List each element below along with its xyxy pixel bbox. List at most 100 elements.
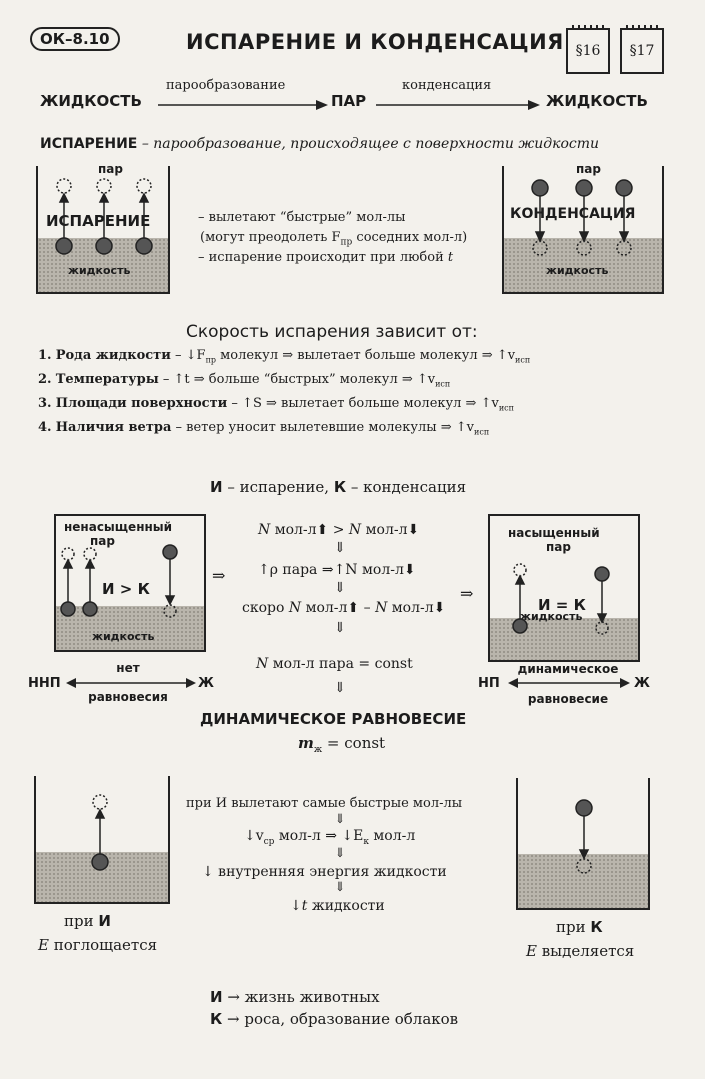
rate-item-sub: исп [435,379,451,389]
vaporization-label: парообразование [166,78,286,93]
rate-item-sub: пр [205,355,217,365]
energy-left-molecules [91,794,109,871]
molecule-icon [95,237,113,255]
rate-item-3: 3. Площади поверхности – ↑S ⇒ вылетает б… [38,396,514,413]
evaporation-molecules [55,178,153,255]
rate-item-sub: исп [498,403,514,413]
liquid-right-label: ЖИДКОСТЬ [546,92,648,110]
vessel-relation: И = К [538,596,586,614]
implies-down-icon: ⇓ [334,580,346,596]
arrow-down-icon: ⬇ [407,522,420,538]
caption-e: E [38,936,49,954]
paragraph-ref-16: §16 [566,25,610,74]
legend-i: И [210,478,223,496]
chain-n: N [375,600,388,616]
chain-text: – [359,600,376,616]
document-code: ОК–8.10 [30,27,120,51]
liquid-left-label: ЖИДКОСТЬ [40,92,142,110]
unsaturated-vessel: жидкость ненасыщенный пар И > К [54,514,206,652]
rate-item-label: Площади поверхности [55,396,228,411]
molecule-icon [594,566,610,582]
arrow-down-icon: ⬇ [433,600,446,616]
sat-arrow-top: динамическое [517,662,619,676]
condensation-molecules [531,179,633,256]
molecule-dashed-icon [56,178,72,194]
chain-text: скоро [242,600,289,616]
chain-text: мол-л [270,522,317,538]
implies-down-icon: ⇓ [334,880,346,895]
molecule-dashed-icon [513,563,527,577]
condensation-vessel: жидкость пар КОНДЕНСАЦИЯ [502,166,664,294]
molecule-icon [162,544,178,560]
rate-item-text: – ветер уносит вылетевшие молекулы ⇒ ↑v [171,420,474,435]
evap-note-1: – вылетают “быстрые” мол-лы [198,210,406,225]
legend-k-text: – конденсация [346,478,467,496]
molecule-dashed-icon [136,178,152,194]
energy-text: ↓ [290,898,302,914]
sat-arrow-bottom: равновесие [527,692,609,706]
chain-text: мол-л пара = const [268,656,413,672]
rate-item-text: – ↑t ⇒ больше “быстрых” молекул ⇒ ↑v [158,372,436,387]
energy-line-1: при И вылетают самые быстрые мол-лы [186,796,463,811]
caption-text: при [64,912,99,930]
arrow-down-icon: ⬇ [403,562,416,578]
rate-item-2: 2. Температуры – ↑t ⇒ больше “быстрых” м… [38,372,450,389]
molecule-dashed-icon [163,604,177,618]
caption-text: поглощается [48,936,158,954]
molecule-dashed-icon [83,547,97,561]
arrow-right-icon [158,100,328,110]
rate-item-text: – ↓F [170,348,206,363]
legend-k: К [333,478,347,496]
evap-note-3a: – испарение происходит при любой [198,250,448,265]
saturated-vessel: жидкость насыщенный пар И = К [488,514,640,662]
chain-line-1: N мол-л⬆ > N мол-л⬇ [258,522,419,538]
dynamic-equilibrium: ДИНАМИЧЕСКОЕ РАВНОВЕСИЕ [200,710,467,728]
evap-note-2b: соседних мол-л) [352,230,468,245]
legend: И – испарение, К – конденсация [210,478,466,496]
energy-line-4: ↓t жидкости [290,898,385,914]
unsaturated-molecules [60,544,178,618]
molecule-icon [82,601,98,617]
molecule-dashed-icon [96,178,112,194]
footer-letter: К [210,1010,223,1028]
footer-line-2: К → роса, образование облаков [210,1010,458,1028]
rate-item-1: 1. Рода жидкости – ↓Fпр молекул ⇒ вылета… [38,348,530,365]
implies-right-icon: ⇒ [212,566,226,585]
energy-sub: к [363,836,369,847]
caption-letter: К [590,918,603,936]
vessel-title: насыщенный [508,526,600,540]
arrow-up-icon: ⬆ [316,522,329,538]
chain-text: ↑ρ пара ⇒↑N мол-л [258,562,404,578]
arrow-up-icon: ⬆ [347,600,360,616]
energy-right-vessel [516,778,650,910]
vessel-title-2: пар [90,534,115,548]
vessel-liquid-label: жидкость [520,610,583,623]
saturated-molecules [512,563,610,635]
evap-note-2: (могут преодолеть Fпр соседних мол-л) [200,230,467,248]
rate-item-num: 2. [38,372,52,387]
molecule-dashed-icon [595,621,609,635]
rate-heading: Скорость испарения зависит от: [186,322,478,342]
energy-text: мол-л ⇒ ↓E [274,828,364,844]
molecule-icon [60,601,76,617]
rate-item-label: Наличия ветра [55,420,172,435]
footer-text: → роса, образование облаков [222,1010,459,1028]
definition-term: ИСПАРЕНИЕ [40,136,138,152]
energy-sub: ср [263,836,275,847]
rate-item-sub: исп [474,427,490,437]
energy-right-molecules [575,799,593,874]
vessel-liquid-label: жидкость [68,264,131,277]
molecule-dashed-icon [616,240,632,256]
chain-sub: ж [313,745,323,755]
unsat-left-label: ННП [28,676,61,691]
caption-letter: И [98,912,111,930]
rate-item-num: 4. [38,420,52,435]
unsat-arrow-top: нет [116,661,140,675]
double-arrow-icon [508,678,630,688]
chain-n: N [256,656,269,672]
vessel-title-2: пар [546,540,571,554]
evap-note-2a: (могут преодолеть F [200,230,341,245]
implies-down-icon: ⇓ [334,680,346,696]
molecule-dashed-icon [61,547,75,561]
vessel-vapor-label: пар [576,166,601,176]
